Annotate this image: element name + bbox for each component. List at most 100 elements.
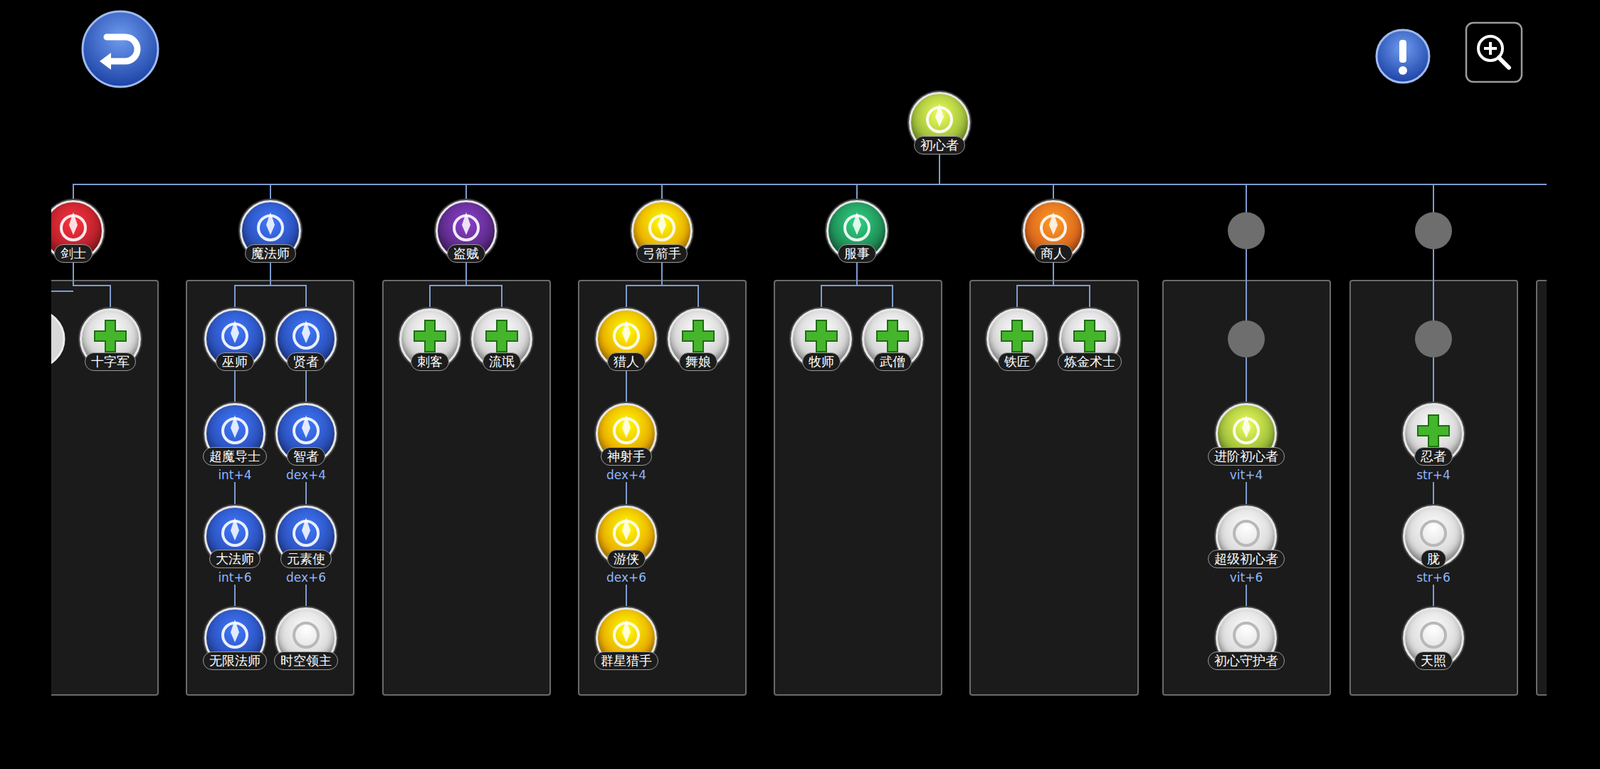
panel-layer [51, 0, 1547, 769]
job-node: 智者dex+4 [275, 402, 337, 482]
tree-connector [856, 154, 940, 200]
locked-slot [1227, 320, 1265, 358]
tree-connector [234, 262, 271, 309]
job-name: 初心守护者 [1207, 651, 1285, 670]
job-name: 舞娘 [679, 352, 718, 371]
tree-connector [73, 262, 111, 309]
job-node: 无限法师 [202, 607, 267, 670]
tree-connector [939, 154, 1247, 403]
job-name: 神射手 [600, 446, 652, 466]
tree-connector [625, 584, 628, 608]
tree-connector [270, 154, 940, 200]
stat-bonus: dex+6 [286, 570, 326, 585]
job-name: 刺客 [410, 352, 450, 371]
tree-connector [73, 154, 940, 200]
job-name: 群星猎手 [594, 651, 659, 670]
stat-bonus: dex+6 [606, 570, 647, 585]
tree-connector [234, 370, 236, 403]
job-panel [1162, 280, 1331, 695]
tree-connector [234, 481, 236, 506]
stat-bonus: int+6 [217, 570, 252, 585]
job-name: 铁匠 [997, 352, 1037, 371]
job-name: 游侠 [607, 549, 646, 568]
stat-bonus: vit+4 [1229, 467, 1264, 482]
job-node: 巫师 [204, 308, 266, 371]
job-node: 胧 str+6 [1402, 505, 1465, 585]
job-panel [774, 280, 942, 695]
job-panel [382, 280, 551, 695]
job-name: 猎人 [607, 352, 646, 371]
job-node: 十字军 [79, 308, 141, 371]
job-node: 剑士 [51, 200, 104, 263]
job-node: 忍者str+4 [1402, 402, 1465, 482]
job-panel [970, 280, 1139, 695]
job-panel [578, 280, 746, 695]
job-node: 神射手dex+4 [595, 402, 657, 482]
tree-connector [1432, 481, 1435, 506]
tree-connector [1432, 584, 1435, 608]
job-panel [51, 280, 159, 695]
job-node: 天照 [1402, 607, 1465, 670]
tree-connector [939, 154, 1054, 200]
job-name: 元素使 [280, 549, 332, 568]
tree-connector [626, 262, 662, 309]
job-node: 刺客 [399, 308, 461, 371]
job-node: 炼金术士 [1057, 308, 1122, 371]
back-button [82, 11, 159, 87]
tree-connector [661, 154, 940, 200]
tree-connector [821, 262, 857, 309]
job-name: 剑士 [54, 244, 93, 263]
cut-off-node [51, 310, 65, 373]
job-node: 流氓 [471, 308, 533, 371]
job-name: 无限法师 [202, 651, 267, 670]
job-panel [1536, 280, 1547, 695]
job-panel [1350, 280, 1518, 695]
stat-bonus: str+6 [1416, 570, 1451, 585]
job-name: 胧 [1420, 549, 1447, 568]
tree-connector [466, 262, 502, 309]
job-node: 初心守护者 [1207, 607, 1285, 670]
locked-slot [1414, 320, 1452, 358]
tree-connector [305, 584, 307, 608]
job-node: 武僧 [861, 308, 924, 371]
job-node: 贤者 [275, 308, 337, 371]
job-name: 智者 [286, 446, 326, 466]
tree-connector [661, 262, 699, 309]
job-node: 牧师 [790, 308, 852, 371]
job-name: 初心者 [913, 135, 966, 155]
zoom-button [1466, 22, 1522, 82]
tree-connector [1245, 481, 1247, 506]
job-node: 超级初心者vit+6 [1207, 505, 1285, 585]
tree-area: 初心者剑士十字军魔法师巫师贤者超魔导士int+4智者dex+4大法师int+6元… [51, 0, 1547, 769]
job-panel [186, 280, 354, 695]
stat-bonus: dex+4 [286, 467, 326, 482]
job-node: 游侠 dex+6 [595, 505, 657, 585]
job-name: 盗贼 [446, 244, 486, 263]
job-node: 舞娘 [667, 308, 729, 371]
job-name: 进阶初心者 [1207, 446, 1285, 466]
job-name: 巫师 [215, 352, 255, 371]
tree-connector [1053, 262, 1090, 309]
tree-connector [1017, 262, 1054, 309]
locked-slot [1227, 212, 1265, 250]
job-node: 超魔导士int+4 [202, 402, 267, 482]
job-node: 时空领主 [274, 607, 339, 670]
job-node: 元素使 dex+6 [275, 505, 337, 585]
info-button [1376, 29, 1430, 83]
job-name: 魔法师 [244, 244, 297, 263]
job-name: 流氓 [482, 352, 521, 371]
job-node: 商人 [1022, 200, 1084, 263]
job-node: 盗贼 [435, 200, 497, 263]
locked-slot [1414, 212, 1452, 250]
tree-connector [625, 481, 628, 506]
job-node: 服事 [826, 200, 888, 263]
connector-layer [51, 0, 1547, 769]
job-name: 牧师 [802, 352, 841, 371]
tree-connector [234, 584, 236, 608]
job-node: 大法师int+6 [204, 505, 266, 585]
tree-connector [305, 481, 307, 506]
tree-connector [1245, 584, 1247, 608]
job-name: 天照 [1414, 651, 1453, 670]
job-node: 铁匠 [986, 308, 1048, 371]
job-name: 忍者 [1414, 446, 1453, 466]
